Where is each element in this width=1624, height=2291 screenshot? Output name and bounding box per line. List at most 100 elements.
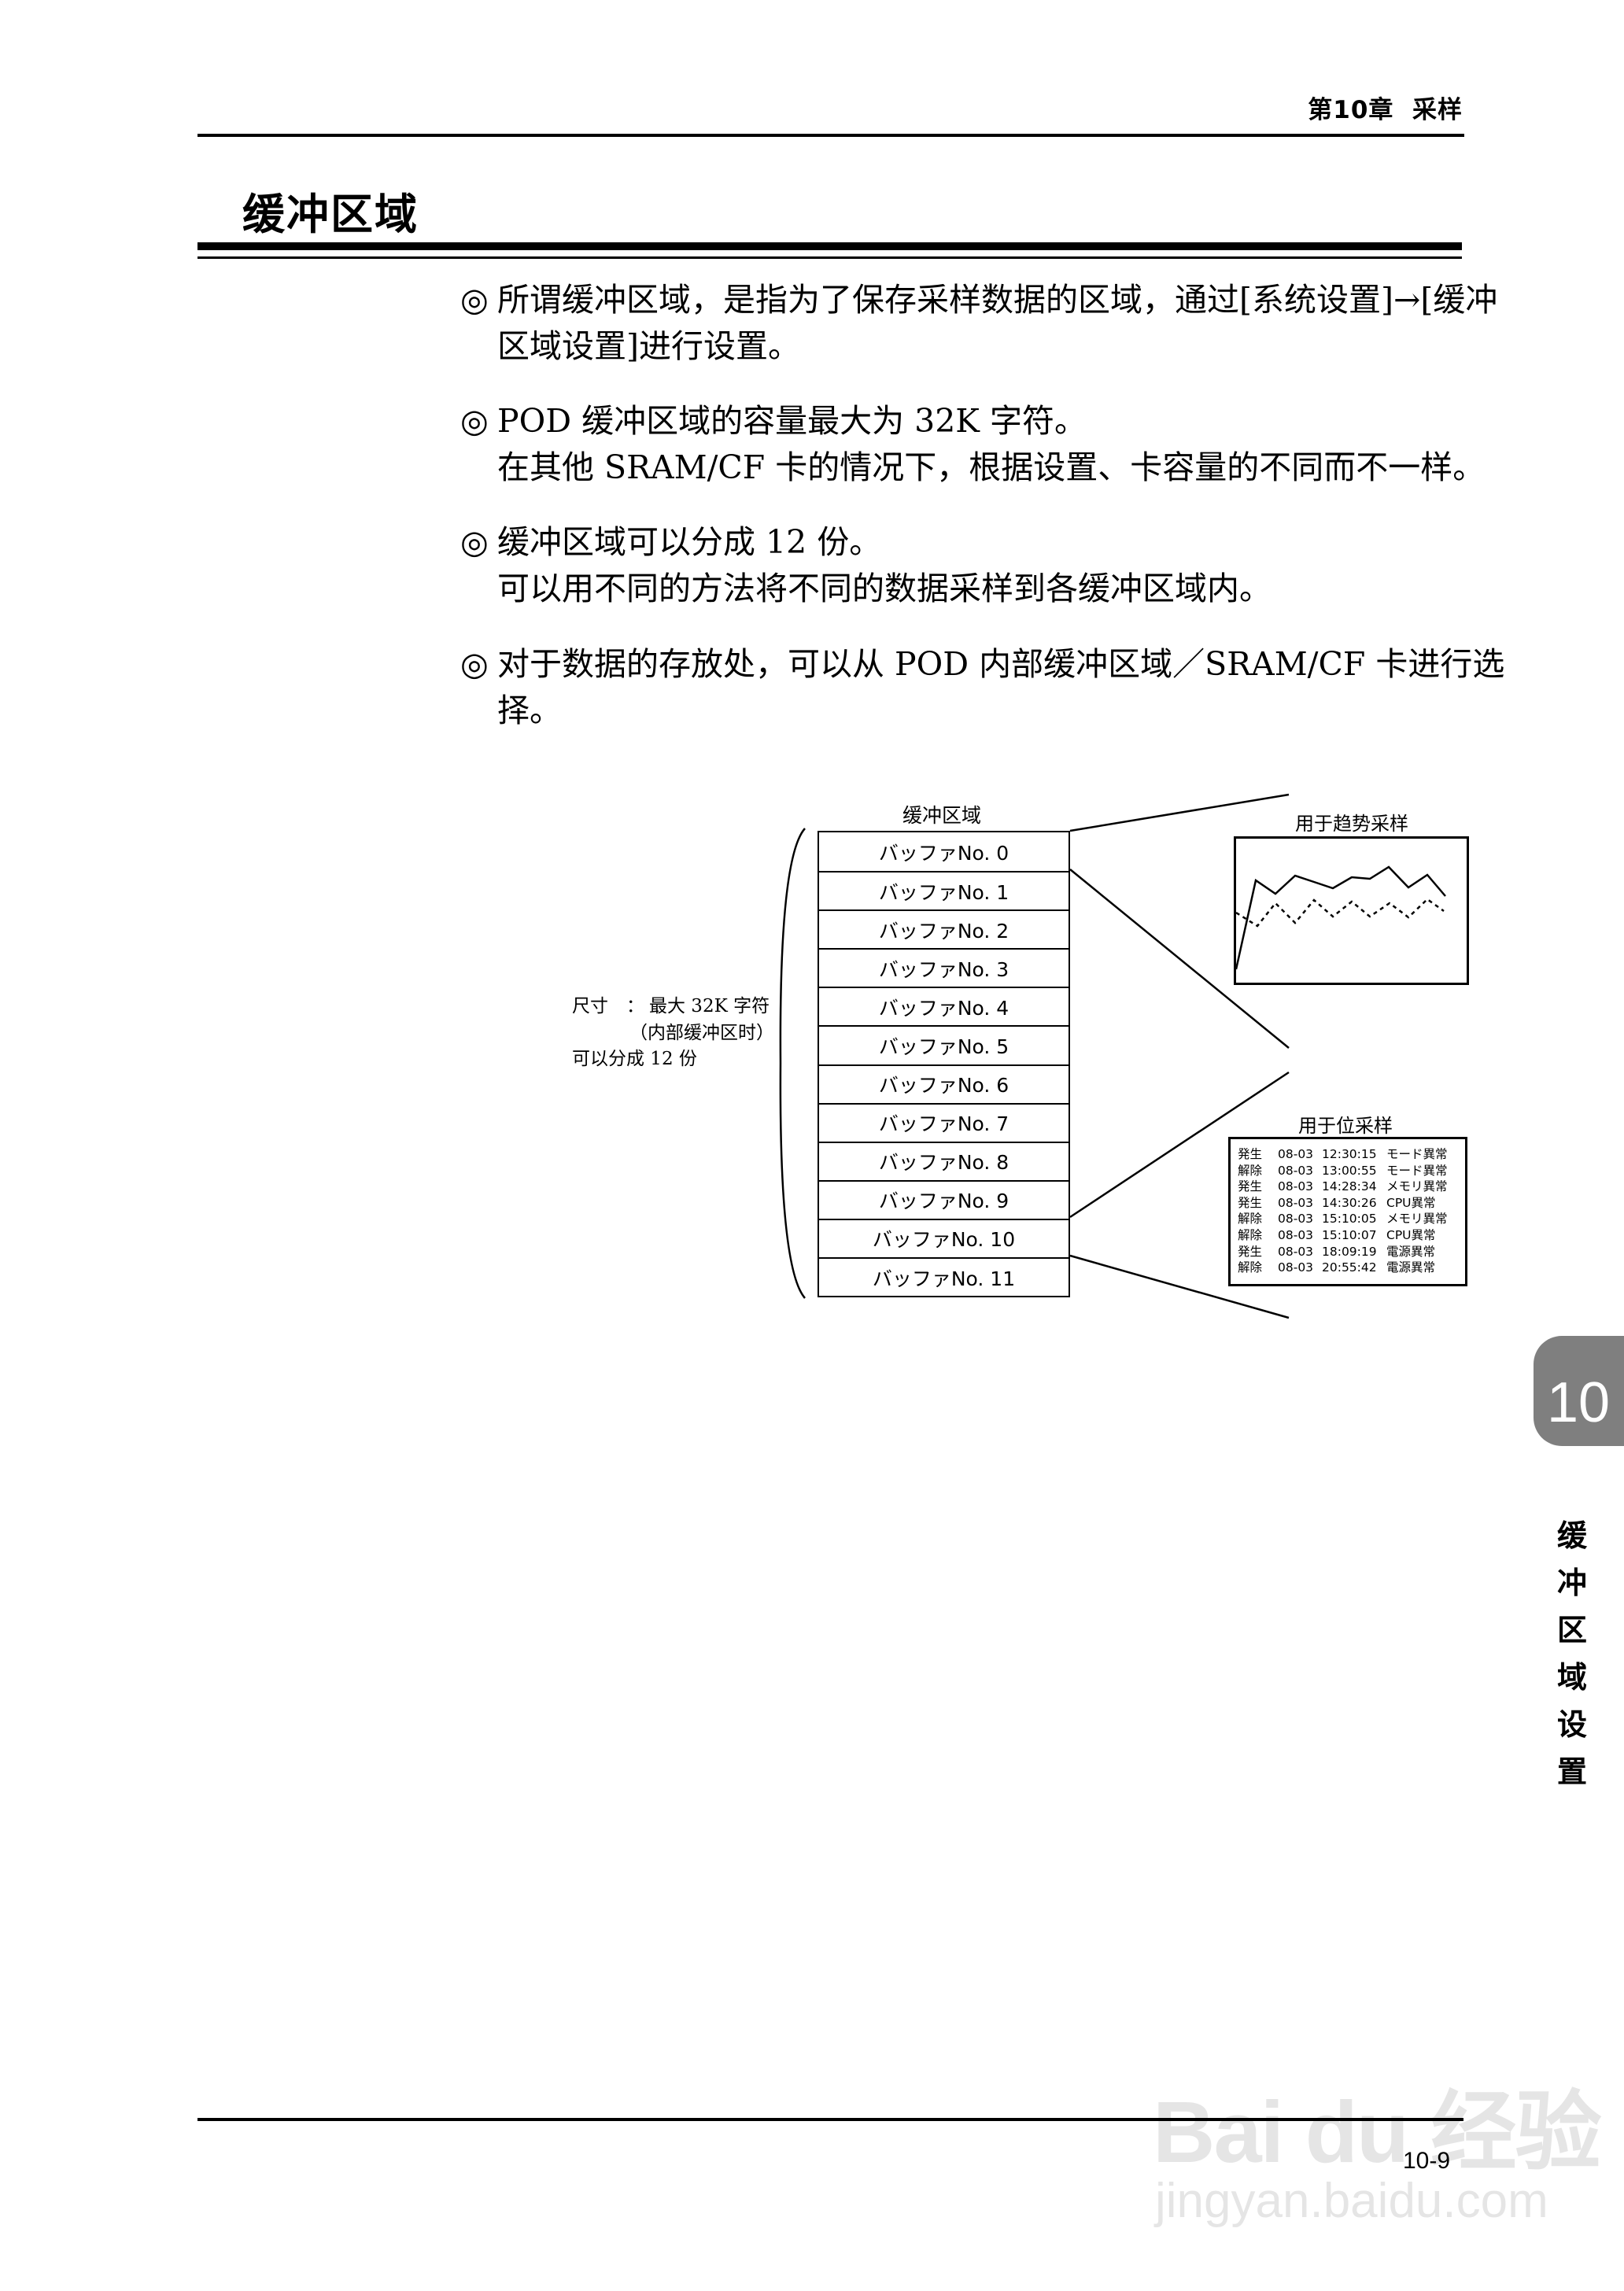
event-message: メモリ異常 bbox=[1386, 1179, 1448, 1194]
event-type: 解除 bbox=[1238, 1163, 1263, 1178]
event-message: CPU異常 bbox=[1386, 1195, 1436, 1210]
event-time: 18:09:19 bbox=[1322, 1244, 1377, 1259]
title-rule-thin bbox=[197, 256, 1462, 259]
buffer-row: バッファNo. 6 bbox=[819, 1064, 1069, 1103]
paragraph-line: 择。 bbox=[497, 692, 562, 729]
bit-log-row: 解除 08-03 15:10:05 メモリ異常 bbox=[1238, 1211, 1465, 1227]
connector-line bbox=[1069, 1254, 1290, 1319]
buffer-row: バッファNo. 1 bbox=[819, 871, 1069, 909]
chapter-tab bbox=[1534, 1336, 1624, 1446]
bit-log-row: 発生 08-03 12:30:15 モード異常 bbox=[1238, 1146, 1465, 1163]
event-time: 15:10:05 bbox=[1322, 1212, 1377, 1227]
buffer-row: バッファNo. 4 bbox=[819, 987, 1069, 1025]
paragraph-line: 对于数据的存放处，可以从 POD 内部缓冲区域／SRAM/CF 卡进行选 bbox=[497, 645, 1505, 683]
event-date: 08-03 bbox=[1278, 1195, 1314, 1210]
event-message: メモリ異常 bbox=[1386, 1212, 1448, 1227]
bullet-icon: ◎ bbox=[460, 281, 489, 319]
event-type: 発生 bbox=[1238, 1195, 1263, 1210]
paragraph-line: POD 缓冲区域的容量最大为 32K 字符。 bbox=[497, 402, 1087, 440]
paragraph-line: 区域设置]进行设置。 bbox=[497, 327, 800, 365]
event-time: 14:28:34 bbox=[1322, 1179, 1377, 1194]
size-colon: ： bbox=[626, 996, 644, 1016]
event-time: 20:55:42 bbox=[1322, 1260, 1377, 1275]
side-label-char: 缓 bbox=[1556, 1518, 1587, 1553]
page-number: 10-9 bbox=[1403, 2148, 1451, 2174]
bit-log-row: 発生 08-03 14:28:34 メモリ異常 bbox=[1238, 1179, 1465, 1195]
event-message: 電源異常 bbox=[1386, 1244, 1436, 1259]
bit-log-row: 発生 08-03 18:09:19 電源異常 bbox=[1238, 1244, 1465, 1260]
connector-line bbox=[1069, 793, 1290, 832]
bullet-icon: ◎ bbox=[460, 402, 489, 440]
event-date: 08-03 bbox=[1278, 1147, 1314, 1161]
event-type: 解除 bbox=[1238, 1227, 1263, 1242]
event-date: 08-03 bbox=[1278, 1260, 1314, 1275]
bullet-icon: ◎ bbox=[460, 645, 489, 683]
brace-icon bbox=[779, 828, 806, 1299]
trend-chart bbox=[1234, 836, 1469, 985]
bit-title: 用于位采样 bbox=[1298, 1115, 1393, 1137]
event-date: 08-03 bbox=[1278, 1163, 1314, 1178]
trend-lines bbox=[1235, 865, 1446, 970]
event-type: 解除 bbox=[1238, 1212, 1263, 1227]
paragraph-line: 所谓缓冲区域，是指为了保存采样数据的区域，通过[系统设置]→[缓冲 bbox=[497, 281, 1498, 319]
event-message: モード異常 bbox=[1386, 1147, 1448, 1161]
side-section-label: 缓 冲 区 域 设 置 bbox=[1556, 1512, 1588, 1795]
paragraph-1: ◎ 所谓缓冲区域，是指为了保存采样数据的区域，通过[系统设置]→[缓冲 区域设置… bbox=[460, 277, 1498, 370]
buffer-row: バッファNo. 10 bbox=[819, 1218, 1069, 1257]
buffer-row: バッファNo. 0 bbox=[878, 841, 1009, 865]
watermark-logo: Bai du 经验 bbox=[1153, 2084, 1602, 2181]
title-rule-thick bbox=[197, 242, 1462, 250]
side-label-char: 区 bbox=[1556, 1613, 1587, 1647]
buffer-row: バッファNo. 7 bbox=[819, 1102, 1069, 1142]
watermark-url: jingyan.baidu.com bbox=[1155, 2174, 1548, 2228]
trend-title: 用于趋势采样 bbox=[1295, 813, 1408, 835]
event-type: 発生 bbox=[1238, 1179, 1263, 1194]
event-type: 発生 bbox=[1238, 1244, 1263, 1259]
event-date: 08-03 bbox=[1278, 1212, 1314, 1227]
size-value: 最大 32K 字符 bbox=[649, 996, 770, 1016]
event-message: 電源異常 bbox=[1386, 1260, 1436, 1275]
paragraph-line: 在其他 SRAM/CF 卡的情况下，根据设置、卡容量的不同而不一样。 bbox=[497, 448, 1486, 486]
trend-solid-line bbox=[1235, 865, 1446, 970]
paragraph-line: 缓冲区域可以分成 12 份。 bbox=[497, 523, 882, 561]
chapter-header: 第10章 采样 bbox=[1308, 96, 1463, 124]
size-label: 尺寸 bbox=[572, 996, 608, 1016]
footer-rule bbox=[197, 2118, 1463, 2121]
side-label-char: 域 bbox=[1556, 1660, 1587, 1695]
event-date: 08-03 bbox=[1278, 1179, 1314, 1194]
paragraph-line: 可以用不同的方法将不同的数据采样到各缓冲区域内。 bbox=[497, 570, 1272, 607]
paragraph-2: ◎ POD 缓冲区域的容量最大为 32K 字符。 在其他 SRAM/CF 卡的情… bbox=[460, 398, 1486, 491]
bit-log: 発生 08-03 12:30:15 モード異常 解除 08-03 13:00:55 モード異… bbox=[1228, 1137, 1467, 1286]
connector-line bbox=[1069, 869, 1290, 1049]
split-note: 可以分成 12 份 bbox=[572, 1049, 697, 1069]
paragraph-4: ◎ 对于数据的存放处，可以从 POD 内部缓冲区域／SRAM/CF 卡进行选 择… bbox=[460, 641, 1505, 734]
size-value-note: （内部缓冲区时） bbox=[629, 1023, 774, 1043]
buffer-row: バッファNo. 11 bbox=[819, 1257, 1069, 1296]
paragraph-3: ◎ 缓冲区域可以分成 12 份。 可以用不同的方法将不同的数据采样到各缓冲区域内… bbox=[460, 519, 1467, 612]
side-label-char: 置 bbox=[1556, 1754, 1587, 1789]
event-time: 12:30:15 bbox=[1322, 1147, 1377, 1161]
bullet-icon: ◎ bbox=[460, 523, 489, 561]
event-type: 発生 bbox=[1238, 1147, 1263, 1161]
side-label-char: 设 bbox=[1556, 1707, 1587, 1742]
page-title: 缓冲区域 bbox=[242, 190, 419, 239]
event-date: 08-03 bbox=[1278, 1244, 1314, 1259]
event-time: 15:10:07 bbox=[1322, 1227, 1377, 1242]
buffer-row: バッファNo. 8 bbox=[819, 1141, 1069, 1180]
buffer-row: バッファNo. 3 bbox=[819, 948, 1069, 987]
trend-dotted-line bbox=[1235, 898, 1445, 928]
event-date: 08-03 bbox=[1278, 1227, 1314, 1242]
header-rule bbox=[197, 134, 1464, 137]
bit-log-row: 解除 08-03 15:10:07 CPU異常 bbox=[1238, 1227, 1465, 1244]
buffer-row: バッファNo. 9 bbox=[819, 1179, 1069, 1219]
event-message: モード異常 bbox=[1386, 1163, 1448, 1178]
bit-log-row: 解除 08-03 13:00:55 モード異常 bbox=[1238, 1163, 1465, 1179]
event-message: CPU異常 bbox=[1386, 1227, 1436, 1242]
chapter-tab-number: 10 bbox=[1547, 1371, 1611, 1434]
connector-line bbox=[1069, 1071, 1290, 1219]
buffer-row: バッファNo. 2 bbox=[819, 909, 1069, 948]
event-time: 13:00:55 bbox=[1322, 1163, 1377, 1178]
